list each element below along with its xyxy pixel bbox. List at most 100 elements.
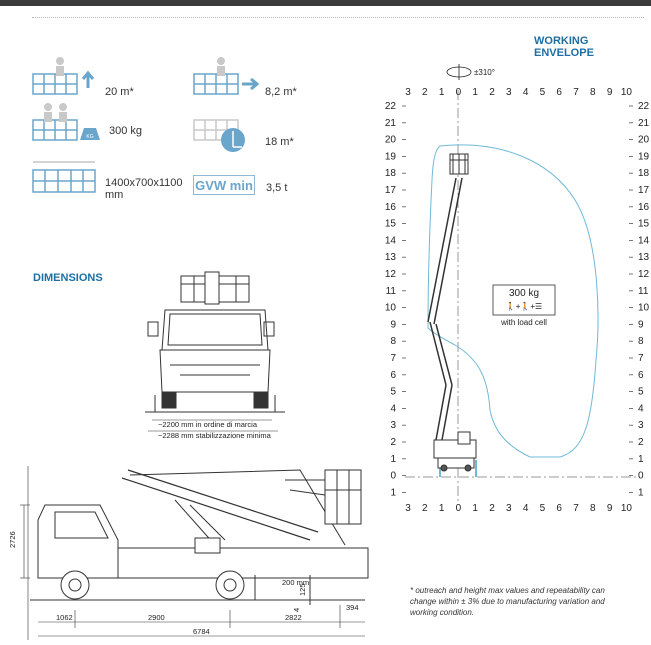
y-tick-right-12: 10 — [638, 303, 650, 314]
y-tick-left-6: 16 — [385, 202, 397, 213]
x-tick-bottom-12: 9 — [607, 503, 613, 514]
outreach-icon — [193, 57, 260, 95]
x-tick-bottom-7: 4 — [523, 503, 529, 514]
y-tick-right-20: 2 — [638, 437, 644, 448]
spec-outreach-max-load: 18 m* — [265, 136, 294, 148]
y-tick-left-8: 14 — [385, 235, 397, 246]
load-icon-text: KG — [86, 134, 93, 140]
x-tick-top-8: 5 — [540, 87, 546, 98]
y-tick-right-21: 1 — [638, 454, 644, 465]
y-tick-right-13: 9 — [638, 319, 644, 330]
tick-marks — [402, 105, 633, 493]
x-tick-bottom-13: 10 — [621, 503, 633, 514]
y-tick-left-13: 9 — [390, 319, 396, 330]
dimensions-title: DIMENSIONS — [33, 272, 103, 284]
x-tick-bottom-6: 3 — [506, 503, 512, 514]
top-bar — [0, 0, 651, 6]
load-icon: KG — [32, 103, 100, 141]
boom-drawing — [427, 153, 477, 472]
y-tick-right-2: 20 — [638, 135, 650, 146]
y-tick-left-11: 11 — [386, 286, 397, 297]
y-tick-right-0: 22 — [638, 101, 650, 112]
x-tick-bottom-1: 2 — [422, 503, 428, 514]
y-tick-right-10: 12 — [638, 269, 650, 280]
basket-size-icon — [32, 161, 96, 193]
x-tick-bottom-10: 7 — [573, 503, 579, 514]
y-tick-right-1: 21 — [638, 118, 650, 129]
y-tick-left-18: 4 — [390, 403, 396, 414]
y-tick-left-14: 8 — [390, 336, 396, 347]
load-box — [492, 284, 556, 316]
y-tick-left-12: 10 — [385, 303, 397, 314]
y-tick-left-23: 1 — [390, 487, 396, 498]
x-tick-top-4: 1 — [472, 87, 478, 98]
footnote: * outreach and height max values and rep… — [410, 586, 605, 617]
side-dim-front: 1062 — [56, 613, 73, 622]
spec-outreach: 8,2 m* — [265, 86, 297, 98]
y-tick-right-16: 6 — [638, 370, 644, 381]
y-tick-left-15: 7 — [390, 353, 396, 364]
x-tick-bottom-3: 0 — [456, 503, 462, 514]
y-tick-right-15: 7 — [638, 353, 644, 364]
y-tick-left-22: 0 — [390, 471, 396, 482]
x-tick-top-10: 7 — [573, 87, 579, 98]
y-tick-right-23: 1 — [638, 487, 644, 498]
envelope-curve — [427, 144, 599, 458]
y-tick-right-7: 15 — [638, 219, 650, 230]
load-box-caption: with load cell — [500, 318, 547, 327]
front-width-travel: ~2200 mm in ordine di marcia — [158, 420, 258, 429]
x-tick-bottom-0: 3 — [405, 503, 411, 514]
spec-gvw: 3,5 t — [266, 182, 288, 194]
y-tick-right-18: 4 — [638, 403, 644, 414]
y-tick-left-4: 18 — [385, 168, 397, 179]
side-dim-rear: 2822 — [285, 613, 302, 622]
x-tick-top-1: 2 — [422, 87, 428, 98]
y-tick-left-1: 21 — [385, 118, 397, 129]
y-tick-right-8: 14 — [638, 235, 650, 246]
x-tick-bottom-8: 5 — [540, 503, 546, 514]
side-outrigger: 200 mm — [282, 578, 309, 587]
front-width-stab: ~2288 mm stabilizzazione minima — [158, 431, 272, 440]
y-tick-left-16: 6 — [390, 370, 396, 381]
x-tick-top-0: 3 — [405, 87, 411, 98]
rotation-label: ±310° — [474, 68, 495, 77]
y-tick-left-0: 22 — [385, 101, 397, 112]
side-total-length: 6784 — [193, 627, 210, 636]
spec-height: 20 m* — [105, 86, 134, 98]
x-tick-bottom-5: 2 — [489, 503, 495, 514]
spec-load: 300 kg — [109, 125, 143, 137]
side-dim-wheelbase: 2900 — [148, 613, 165, 622]
load-box-value: 300 kg — [509, 288, 539, 299]
y-tick-left-9: 13 — [385, 252, 397, 263]
y-tick-left-3: 19 — [385, 151, 397, 162]
x-tick-bottom-4: 1 — [472, 503, 478, 514]
x-tick-top-7: 4 — [523, 87, 529, 98]
y-tick-left-5: 17 — [385, 185, 397, 196]
x-tick-top-13: 10 — [621, 87, 633, 98]
y-tick-right-3: 19 — [638, 151, 650, 162]
divider — [32, 17, 644, 18]
y-tick-right-19: 3 — [638, 420, 644, 431]
x-tick-bottom-2: 1 — [439, 503, 445, 514]
y-tick-left-2: 20 — [385, 135, 397, 146]
y-tick-left-19: 3 — [390, 420, 396, 431]
side-height: 2726 — [8, 531, 17, 548]
x-tick-bottom-11: 8 — [590, 503, 596, 514]
y-tick-right-17: 5 — [638, 387, 644, 398]
y-tick-right-5: 17 — [638, 185, 650, 196]
x-tick-top-6: 3 — [506, 87, 512, 98]
y-tick-left-7: 15 — [385, 219, 397, 230]
x-tick-top-3: 0 — [456, 87, 462, 98]
y-tick-right-9: 13 — [638, 252, 650, 263]
side-dim-small-a: 125 — [298, 583, 307, 596]
side-view-drawing — [20, 466, 369, 640]
x-tick-top-12: 9 — [607, 87, 613, 98]
y-tick-right-14: 8 — [638, 336, 644, 347]
y-tick-left-20: 2 — [390, 437, 396, 448]
x-tick-bottom-9: 6 — [556, 503, 562, 514]
spec-basket-size: 1400x700x1100 mm — [105, 177, 183, 201]
y-tick-right-22: 0 — [638, 471, 644, 482]
y-tick-left-21: 1 — [390, 454, 396, 465]
y-tick-right-11: 11 — [638, 286, 649, 297]
